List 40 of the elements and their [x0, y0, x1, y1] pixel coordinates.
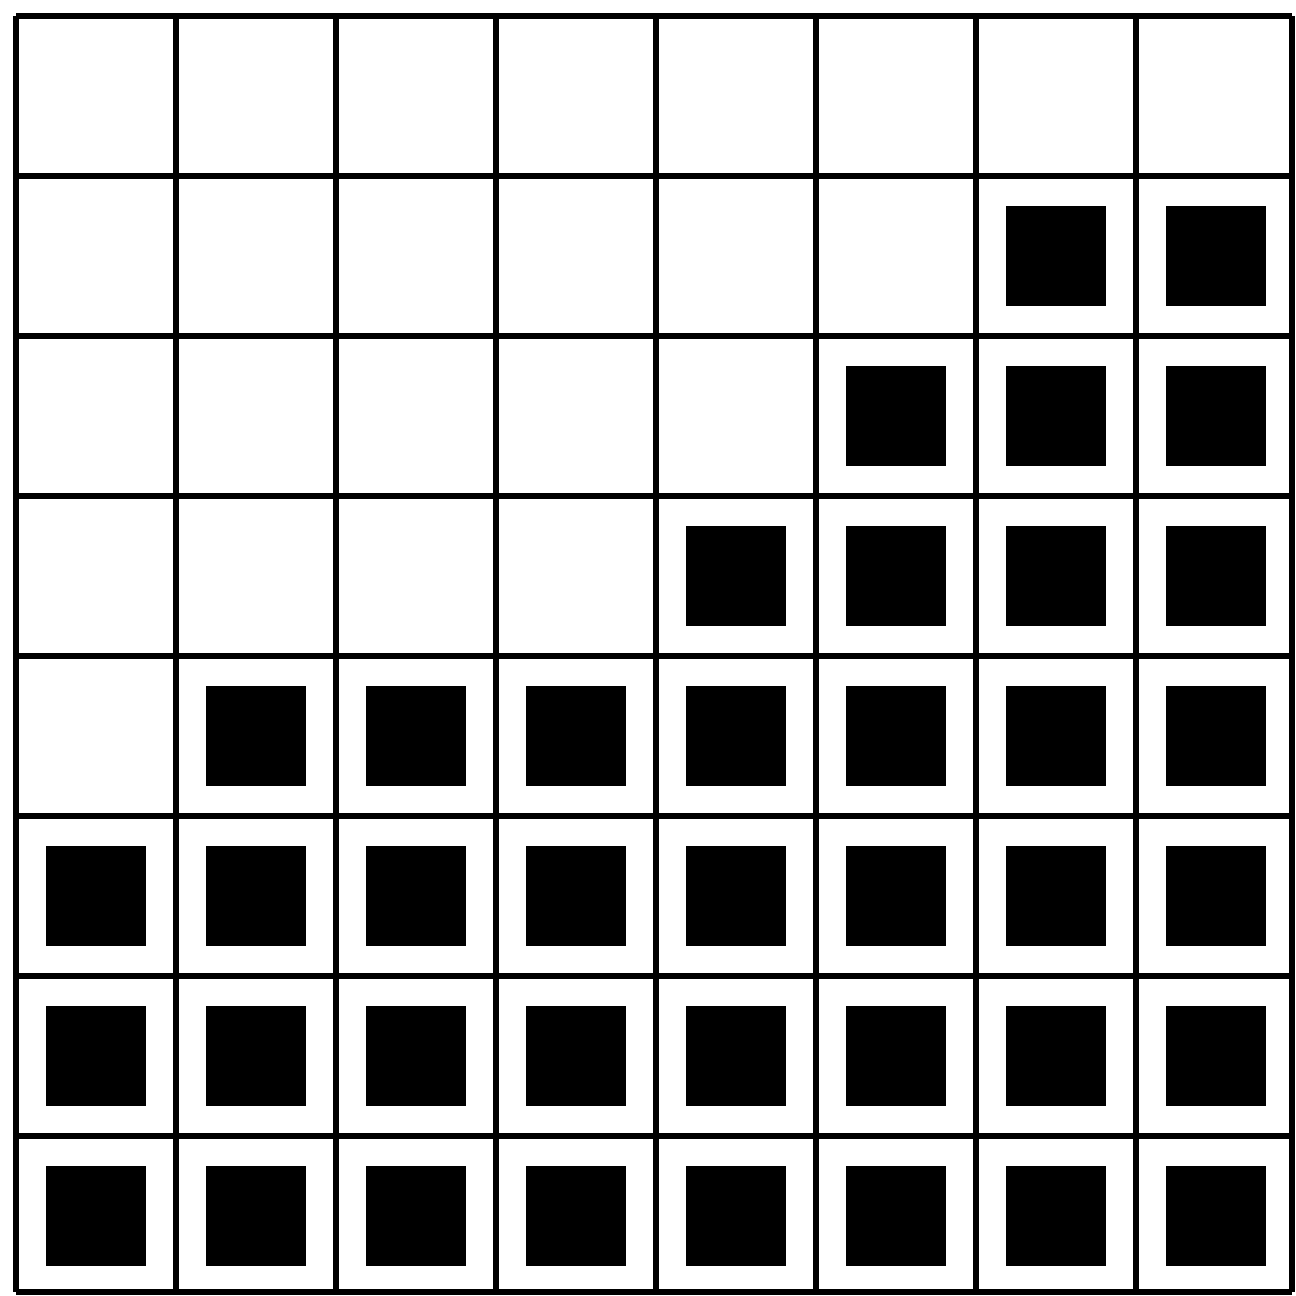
filled-square [526, 1166, 626, 1266]
filled-square [46, 846, 146, 946]
filled-square [366, 686, 466, 786]
filled-square [1006, 686, 1106, 786]
filled-square [526, 1006, 626, 1106]
filled-square [846, 846, 946, 946]
filled-square [1166, 206, 1266, 306]
filled-square [1166, 1166, 1266, 1266]
filled-square [206, 846, 306, 946]
filled-square [1166, 686, 1266, 786]
filled-square [1006, 206, 1106, 306]
filled-square [206, 1006, 306, 1106]
filled-square [846, 686, 946, 786]
filled-square [1006, 366, 1106, 466]
filled-square [366, 1166, 466, 1266]
filled-square [46, 1006, 146, 1106]
filled-square [846, 1166, 946, 1266]
filled-square [1006, 1006, 1106, 1106]
filled-square [686, 846, 786, 946]
filled-square [686, 1166, 786, 1266]
filled-square [526, 846, 626, 946]
filled-square [1006, 1166, 1106, 1266]
filled-square [686, 1006, 786, 1106]
filled-square [1166, 526, 1266, 626]
filled-square [1166, 846, 1266, 946]
filled-square [686, 686, 786, 786]
filled-square [846, 526, 946, 626]
filled-square [46, 1166, 146, 1266]
filled-square [686, 526, 786, 626]
filled-square [366, 846, 466, 946]
filled-square [846, 366, 946, 466]
filled-square [366, 1006, 466, 1106]
filled-square [206, 686, 306, 786]
filled-square [846, 1006, 946, 1106]
filled-square [206, 1166, 306, 1266]
filled-square [1006, 526, 1106, 626]
filled-square [1166, 1006, 1266, 1106]
filled-square [1166, 366, 1266, 466]
filled-square [1006, 846, 1106, 946]
filled-square [526, 686, 626, 786]
